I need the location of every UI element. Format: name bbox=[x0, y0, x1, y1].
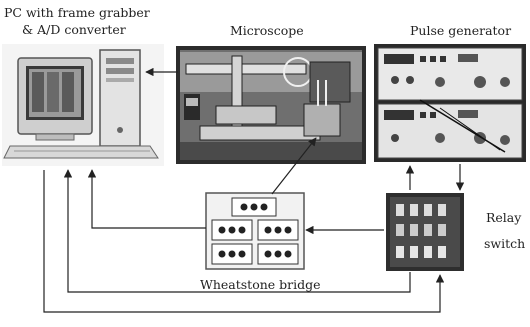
pc-label-line2: & A/D converter bbox=[22, 22, 126, 38]
microscope-photo bbox=[176, 46, 366, 164]
microscope-label: Microscope bbox=[230, 23, 304, 39]
pc-photo bbox=[2, 44, 164, 166]
relay-label-line2: switch bbox=[484, 236, 525, 252]
pc-label-line1: PC with frame grabber bbox=[4, 5, 150, 21]
relay-label-line1: Relay bbox=[486, 210, 521, 226]
relay-switch-photo bbox=[386, 193, 464, 271]
pulse-generator-label: Pulse generator bbox=[410, 23, 511, 39]
wheatstone-bridge-photo bbox=[206, 193, 304, 269]
pulse-generator-photo bbox=[374, 44, 526, 162]
wheatstone-bridge-label: Wheatstone bridge bbox=[200, 277, 321, 293]
arrow-wheatstone-to-pc bbox=[92, 170, 206, 228]
